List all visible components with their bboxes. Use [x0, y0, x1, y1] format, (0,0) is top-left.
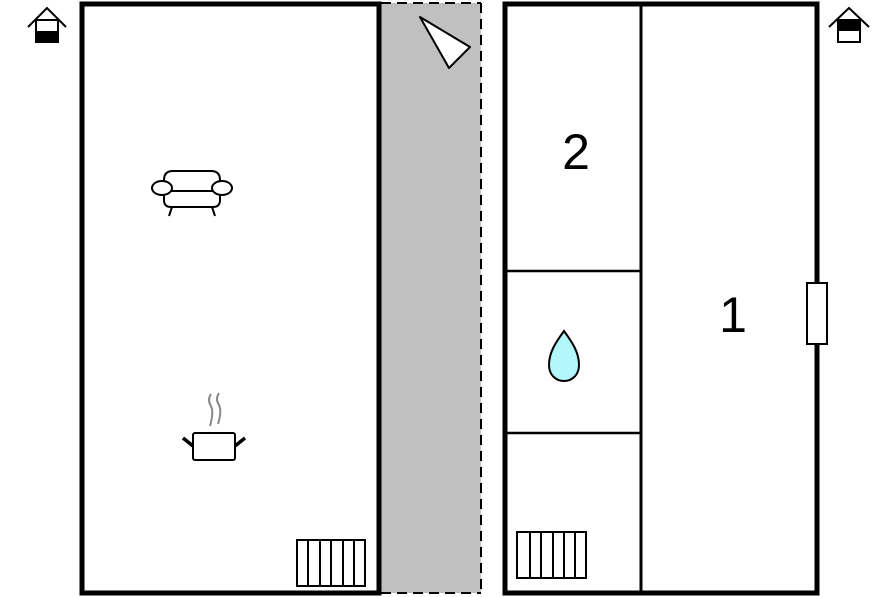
room-label-2: 2	[562, 124, 590, 180]
corridor	[381, 2, 482, 594]
radiator-icon	[516, 531, 587, 579]
sofa-icon	[151, 170, 233, 217]
radiator-icon	[296, 539, 366, 587]
room-label-1: 1	[719, 287, 747, 343]
room-living-kitchen	[79, 1, 382, 596]
cooking-pot-icon	[181, 392, 247, 461]
window	[806, 282, 828, 345]
room-block-right	[502, 1, 820, 596]
house-floor-upper-icon	[828, 6, 870, 43]
entrance-arrow-icon	[419, 16, 471, 69]
house-floor-ground-icon	[27, 6, 67, 43]
water-drop-icon	[547, 329, 581, 383]
